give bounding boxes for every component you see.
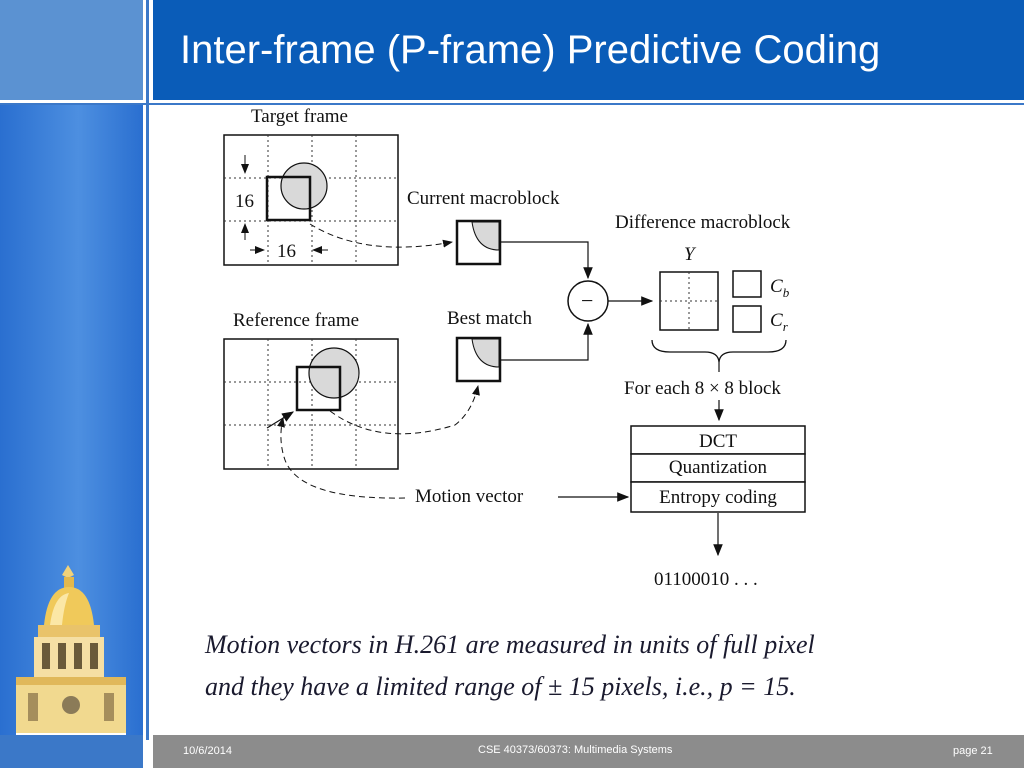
caption-line-2: and they have a limited range of ± 15 pi… [205,672,796,701]
current-macroblock-label: Current macroblock [407,188,560,209]
footer-left-block [0,735,143,768]
entropy-label: Entropy coding [659,487,777,508]
cr-label: Cr [770,310,789,334]
golden-dome-icon [16,565,126,753]
p-frame-diagram: Target frame 16 16 Current macroblock Re… [223,106,806,590]
target-frame [223,134,399,266]
difference-macroblock-label: Difference macroblock [615,212,791,233]
cr-block [732,305,762,333]
difference-brace [651,339,787,363]
footer: 10/6/2014 CSE 40373/60373: Multimedia Sy… [153,735,1024,768]
best-match-block [455,336,502,383]
current-macroblock [455,219,502,266]
best-match-label: Best match [447,308,532,329]
minus-symbol: − [581,288,593,313]
cb-label: Cb [770,276,790,300]
reference-to-best-arrow [329,385,480,435]
divider-vertical [146,0,149,740]
current-to-subtract-line [500,241,593,280]
reference-frame [223,338,399,470]
reference-frame-label: Reference frame [233,310,359,331]
cb-block [732,270,762,298]
dct-label: DCT [699,431,737,452]
caption: Motion vectors in H.261 are measured in … [205,624,1015,708]
footer-date: 10/6/2014 [183,745,232,757]
title-bar [153,0,1024,100]
footer-course: CSE 40373/60373: Multimedia Systems [478,744,673,756]
target-dim-horizontal: 16 [277,241,296,262]
target-frame-label: Target frame [251,106,348,127]
best-to-subtract-line [500,322,593,361]
motion-vector-label: Motion vector [415,486,524,507]
for-each-label: For each 8 × 8 block [624,378,781,399]
y-label: Y [684,244,697,265]
divider-horizontal [0,103,1024,105]
quantization-label: Quantization [669,457,768,478]
output-bits: 01100010 . . . [654,569,758,590]
motion-vector-dashed-arrow [277,417,406,499]
processing-stack [630,425,806,513]
target-to-current-arrow [309,223,453,248]
corner-block [0,0,143,100]
footer-page: page 21 [953,745,993,757]
target-dim-vertical: 16 [235,191,254,212]
reference-motion-arrow [266,411,295,429]
slide-title: Inter-frame (P-frame) Predictive Coding [180,28,881,72]
caption-line-1: Motion vectors in H.261 are measured in … [205,630,815,659]
y-block [659,271,719,331]
